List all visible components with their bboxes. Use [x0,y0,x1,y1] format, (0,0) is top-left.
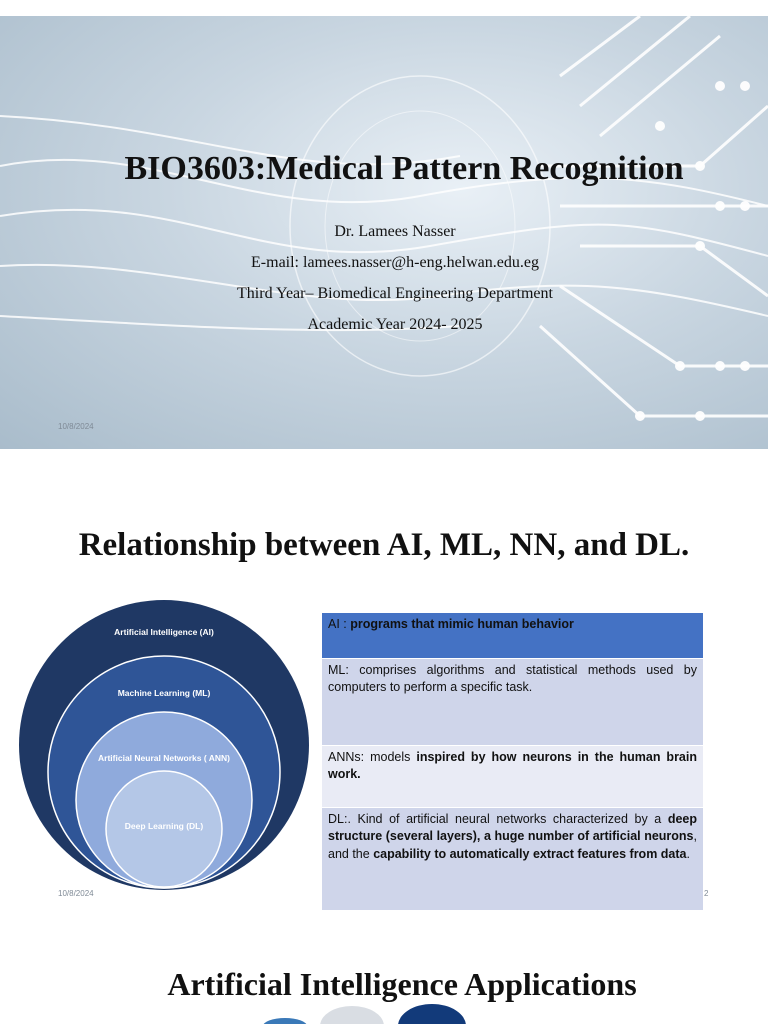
table-row-ml: ML: comprises algorithms and statistical… [322,659,703,746]
app-image-3 [398,1004,466,1024]
table-row-dl: DL:. Kind of artificial neural networks … [322,808,703,911]
slide2-date: 10/8/2024 [58,889,94,898]
slide2-page-number: 2 [704,889,709,898]
app-image-1 [263,1018,307,1024]
relationship-title: Relationship between AI, ML, NN, and DL. [78,527,690,563]
department: Third Year– Biomedical Engineering Depar… [237,285,553,302]
application-images [263,1004,466,1024]
table-row-ai: AI : programs that mimic human behavior [322,613,703,659]
applications-title: Artificial Intelligence Applications [167,966,637,1002]
definitions-table: AI : programs that mimic human behavior … [322,613,703,911]
circuit-brain-background [0,16,768,421]
app-image-2 [320,1006,384,1024]
label-ann: Artificial Neural Networks ( ANN) [98,753,230,763]
label-dl: Deep Learning (DL) [124,821,204,831]
label-ai: Artificial Intelligence (AI) [114,627,214,637]
author-name: Dr. Lamees Nasser [334,223,456,240]
label-ml: Machine Learning (ML) [117,688,211,698]
title-slide: BIO3603:Medical Pattern Recognition Dr. … [0,16,768,449]
slide-date: 10/8/2024 [58,422,94,431]
circle-ann [75,711,253,889]
table-row-ann: ANNs: models inspired by how neurons in … [322,746,703,808]
author-email: E-mail: lamees.nasser@h-eng.helwan.edu.e… [251,254,539,271]
academic-year: Academic Year 2024- 2025 [307,316,483,333]
slide-title: BIO3603:Medical Pattern Recognition [124,150,684,187]
circle-ai [19,600,309,890]
